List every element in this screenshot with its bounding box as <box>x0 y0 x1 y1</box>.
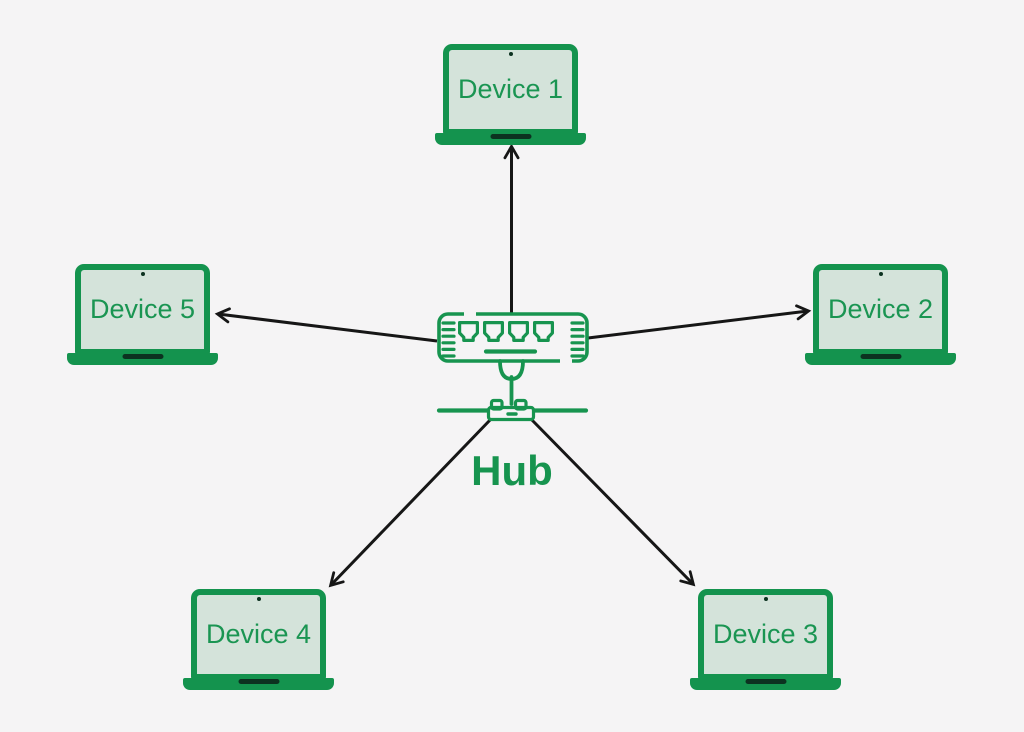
webcam-dot-icon <box>140 272 145 276</box>
port-icons <box>458 321 554 342</box>
laptop-icon: Device 4 <box>191 589 326 680</box>
device-5-node: Device 5 <box>67 264 218 365</box>
laptop-icon: Device 3 <box>698 589 833 680</box>
network-hub-icon <box>436 311 589 422</box>
device-label: Device 2 <box>827 294 934 324</box>
device-3-node: Device 3 <box>690 589 841 690</box>
webcam-dot-icon <box>508 52 513 56</box>
laptop-base <box>690 678 841 690</box>
laptop-icon: Device 5 <box>75 264 210 355</box>
laptop-base <box>67 353 218 365</box>
arrow-hub-to-device5 <box>214 307 438 343</box>
device-label: Device 5 <box>89 294 196 324</box>
laptop-notch <box>490 134 531 139</box>
device-label: Device 4 <box>205 619 312 649</box>
laptop-base <box>183 678 334 690</box>
laptop-notch <box>122 354 163 359</box>
device-4-node: Device 4 <box>183 589 334 690</box>
laptop-base <box>805 353 956 365</box>
arrow-hub-to-device4 <box>328 417 493 588</box>
webcam-dot-icon <box>763 597 768 601</box>
laptop-notch <box>745 679 786 684</box>
arrow-hub-to-device2 <box>587 304 812 340</box>
webcam-dot-icon <box>878 272 883 276</box>
laptop-base <box>435 133 586 145</box>
laptop-notch <box>860 354 901 359</box>
laptop-notch <box>238 679 279 684</box>
device-2-node: Device 2 <box>805 264 956 365</box>
device-label: Device 3 <box>712 619 819 649</box>
laptop-icon: Device 2 <box>813 264 948 355</box>
laptop-icon: Device 1 <box>443 44 578 135</box>
arrow-hub-to-device3 <box>529 417 696 587</box>
device-label: Device 1 <box>457 74 564 104</box>
hub-label: Hub <box>471 447 553 494</box>
device-1-node: Device 1 <box>435 44 586 145</box>
webcam-dot-icon <box>256 597 261 601</box>
